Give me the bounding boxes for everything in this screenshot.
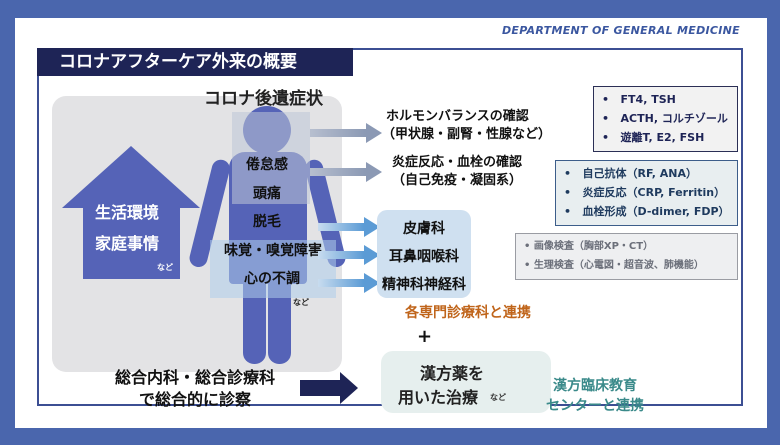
treatment-arrow-head-icon bbox=[340, 372, 358, 404]
inflammation-check-title: 炎症反応・血栓の確認 bbox=[392, 155, 523, 170]
inflammation-test-item: • 炎症反応（CRP, Ferritin） bbox=[564, 186, 726, 199]
other-test-item: • 画像検査（胸部XP・CT） bbox=[524, 241, 654, 252]
hormone-test-item: • 遊離T, E2, FSH bbox=[602, 131, 705, 144]
other-tests-box: • 画像検査（胸部XP・CT） • 生理検査（心電図・超音波、肺機能） bbox=[515, 233, 738, 280]
dermatology-label: 皮膚科 bbox=[403, 221, 445, 237]
living-etc-label: など bbox=[157, 263, 173, 272]
other-test-item: • 生理検査（心電図・超音波、肺機能） bbox=[524, 260, 704, 271]
specialty-highlight bbox=[210, 240, 336, 298]
specialty-departments-box bbox=[377, 210, 471, 298]
inflammation-arrow-icon bbox=[310, 162, 382, 182]
ent-label: 耳鼻咽喉科 bbox=[389, 249, 459, 265]
kampo-etc-label: など bbox=[490, 393, 506, 402]
inflammation-check-detail: （自己免疫・凝固系） bbox=[392, 173, 523, 188]
hormone-highlight bbox=[232, 112, 310, 204]
specialty-collaboration-label: 各専門診療科と連携 bbox=[405, 305, 531, 321]
hormone-test-item: • FT4, TSH bbox=[602, 93, 676, 106]
symptom-mental: 心の不調 bbox=[244, 271, 300, 287]
general-medicine-line1: 総合内科・総合診療科 bbox=[114, 368, 275, 387]
living-environment-label: 生活環境 bbox=[95, 203, 160, 222]
dermatology-arrow-icon bbox=[318, 217, 380, 237]
slide-title: コロナアフターケア外来の概要 bbox=[37, 48, 353, 76]
house-roof-icon bbox=[62, 146, 200, 208]
hormone-check-title: ホルモンバランスの確認 bbox=[386, 109, 529, 124]
kampo-treatment-box bbox=[381, 351, 551, 413]
house-icon bbox=[83, 207, 180, 279]
symptom-fatigue: 倦怠感 bbox=[246, 157, 288, 173]
kampo-center-line2: センターと連携 bbox=[546, 398, 644, 414]
inflammation-tests-box: • 自己抗体（RF, ANA） • 炎症反応（CRP, Ferritin） • … bbox=[555, 160, 738, 226]
hormone-arrow-icon bbox=[310, 123, 382, 143]
plus-icon: + bbox=[417, 326, 433, 347]
kampo-line2: 用いた治療 bbox=[398, 388, 479, 407]
symptoms-etc-label: など bbox=[293, 298, 309, 307]
kampo-line1: 漢方薬を bbox=[420, 364, 485, 383]
psychiatry-label: 精神科神経科 bbox=[382, 277, 466, 293]
hormone-tests-box: • FT4, TSH • ACTH, コルチゾール • 遊離T, E2, FSH bbox=[593, 86, 738, 152]
inflammation-test-item: • 血栓形成（D-dimer, FDP） bbox=[564, 205, 730, 218]
symptom-headache: 頭痛 bbox=[253, 186, 281, 202]
hormone-test-item: • ACTH, コルチゾール bbox=[602, 112, 728, 125]
inflammation-test-item: • 自己抗体（RF, ANA） bbox=[564, 167, 697, 180]
psychiatry-arrow-icon bbox=[318, 273, 380, 293]
symptoms-title: コロナ後遺症状 bbox=[204, 89, 323, 109]
treatment-arrow-icon bbox=[300, 380, 340, 396]
symptom-taste-smell: 味覚・嗅覚障害 bbox=[224, 243, 322, 259]
family-circumstances-label: 家庭事情 bbox=[95, 234, 160, 253]
general-medicine-line2: で総合的に診察 bbox=[138, 390, 251, 409]
symptom-hair-loss: 脱毛 bbox=[253, 214, 281, 230]
kampo-center-line1: 漢方臨床教育 bbox=[553, 378, 637, 394]
hormone-check-detail: （甲状腺・副腎・性腺など） bbox=[382, 127, 552, 142]
ent-arrow-icon bbox=[318, 245, 380, 265]
department-label: DEPARTMENT OF GENERAL MEDICINE bbox=[501, 24, 740, 37]
